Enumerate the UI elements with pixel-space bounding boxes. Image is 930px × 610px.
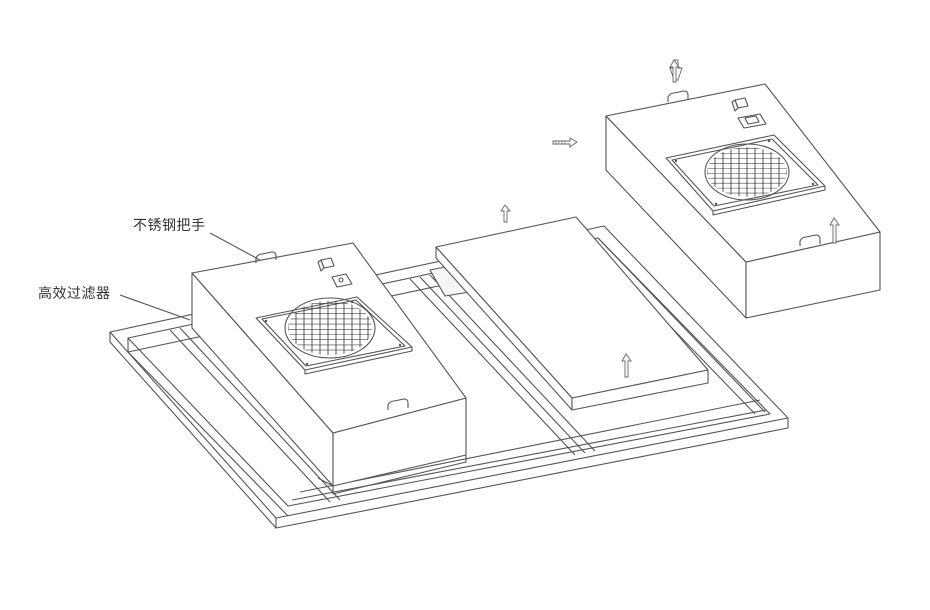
handle-leader-line <box>209 232 261 261</box>
left-control-box <box>317 257 353 288</box>
up-arrow-icon <box>829 217 840 244</box>
left-fan-grille <box>284 297 376 359</box>
right-control-box <box>731 97 767 129</box>
blank-cover-panel <box>435 216 709 411</box>
right-arrow-icon <box>552 137 578 148</box>
filter-leader-line <box>119 294 191 321</box>
filter-label: 高效过滤器 <box>38 286 111 302</box>
left-ffu-unit <box>191 242 467 495</box>
right-fan-grille <box>704 143 790 201</box>
right-unit-top-handle <box>667 90 689 102</box>
handle-label: 不锈钢把手 <box>133 218 206 234</box>
up-arrow-icon <box>500 204 511 223</box>
right-unit-front-handle <box>799 234 821 246</box>
right-ffu-unit <box>605 83 881 319</box>
up-arrow-icon <box>669 59 680 83</box>
left-unit-front-handle <box>387 398 409 410</box>
up-arrow-icon <box>621 353 632 378</box>
left-unit-top-handle <box>255 251 277 263</box>
